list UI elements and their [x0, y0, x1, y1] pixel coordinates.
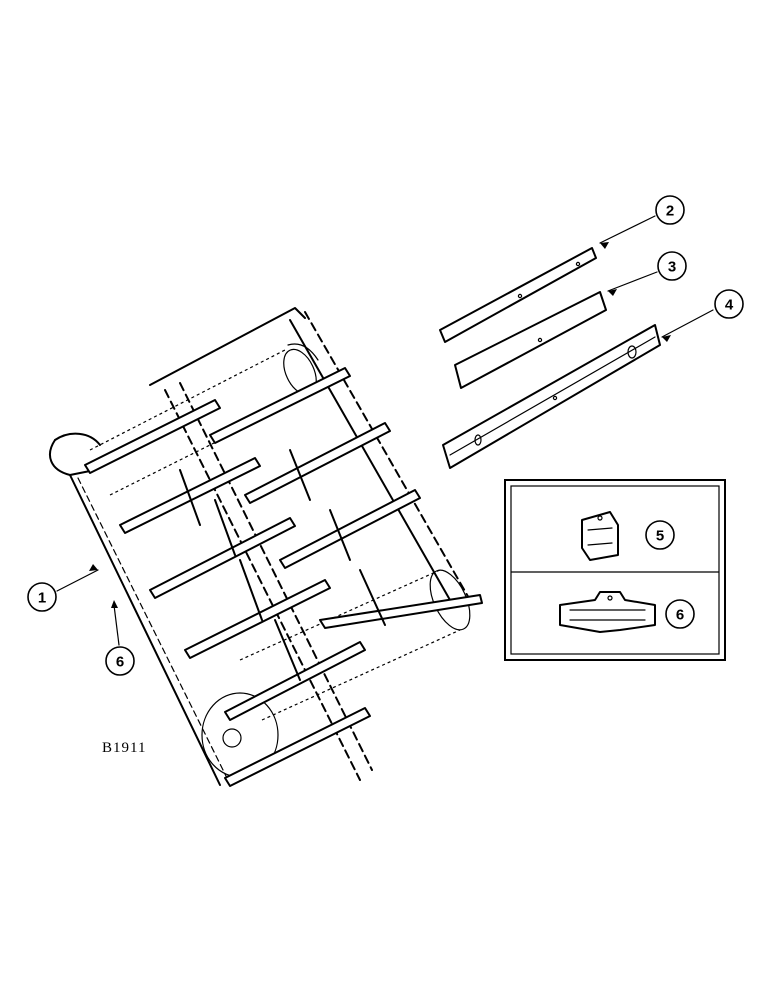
callout-2: 2: [655, 195, 685, 225]
leader-lines: [56, 215, 714, 646]
callout-5-label: 5: [656, 528, 664, 545]
right-chain: [149, 307, 471, 601]
callout-3: 3: [657, 251, 687, 281]
center-chain: [164, 382, 373, 781]
chain-link-detail-box: [504, 479, 726, 661]
callout-2-label: 2: [666, 203, 674, 220]
callout-6-detail: 6: [665, 599, 695, 629]
part-5-attachment-link: [581, 511, 619, 561]
part-6-chain-link: [559, 591, 656, 633]
callout-4: 4: [714, 289, 744, 319]
callout-6-assembly-label: 6: [116, 654, 124, 671]
left-chain: [49, 432, 229, 786]
lower-roller: [201, 569, 471, 778]
slat-conveyor-assembly: [49, 307, 483, 787]
cross-supports: [179, 449, 386, 681]
callout-3-label: 3: [668, 259, 676, 276]
callout-6-detail-label: 6: [676, 607, 684, 624]
callout-5: 5: [645, 520, 675, 550]
callout-6-assembly: 6: [105, 646, 135, 676]
part-4-channel-slat: [442, 324, 661, 469]
callout-4-label: 4: [725, 297, 734, 314]
part-2-angle-slat: [439, 247, 597, 343]
figure-reference-label: B1911: [102, 740, 146, 756]
callout-1: 1: [27, 582, 57, 612]
part-3-flat-slat: [454, 291, 607, 389]
slats: [84, 367, 483, 787]
callout-1-label: 1: [38, 590, 46, 607]
